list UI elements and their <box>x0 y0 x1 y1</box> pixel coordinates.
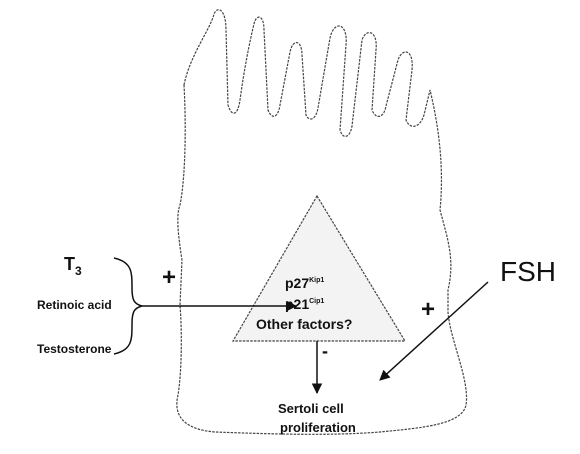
retinoic-acid-label: Retinoic acid <box>37 299 112 311</box>
p27-label: p27Kip1 <box>285 276 324 290</box>
left-plus-sign: + <box>162 266 176 290</box>
t3-label: T3 <box>64 255 82 277</box>
p27-main: p27 <box>285 275 309 291</box>
inhibition-minus-sign: - <box>322 342 328 360</box>
factor-brace <box>114 258 142 354</box>
t3-main: T <box>64 254 75 274</box>
p21-main: p21 <box>285 296 309 312</box>
right-plus-sign: + <box>421 298 435 322</box>
outcome-line2: proliferation <box>280 421 356 434</box>
p21-label: p21Cip1 <box>285 297 324 311</box>
outcome-line1: Sertoli cell <box>278 402 344 415</box>
p27-superscript: Kip1 <box>309 277 324 284</box>
t3-subscript: 3 <box>75 264 82 278</box>
other-factors-label: Other factors? <box>256 317 352 331</box>
testosterone-label: Testosterone <box>37 343 111 355</box>
fsh-label: FSH <box>500 258 556 286</box>
p21-superscript: Cip1 <box>309 298 324 305</box>
